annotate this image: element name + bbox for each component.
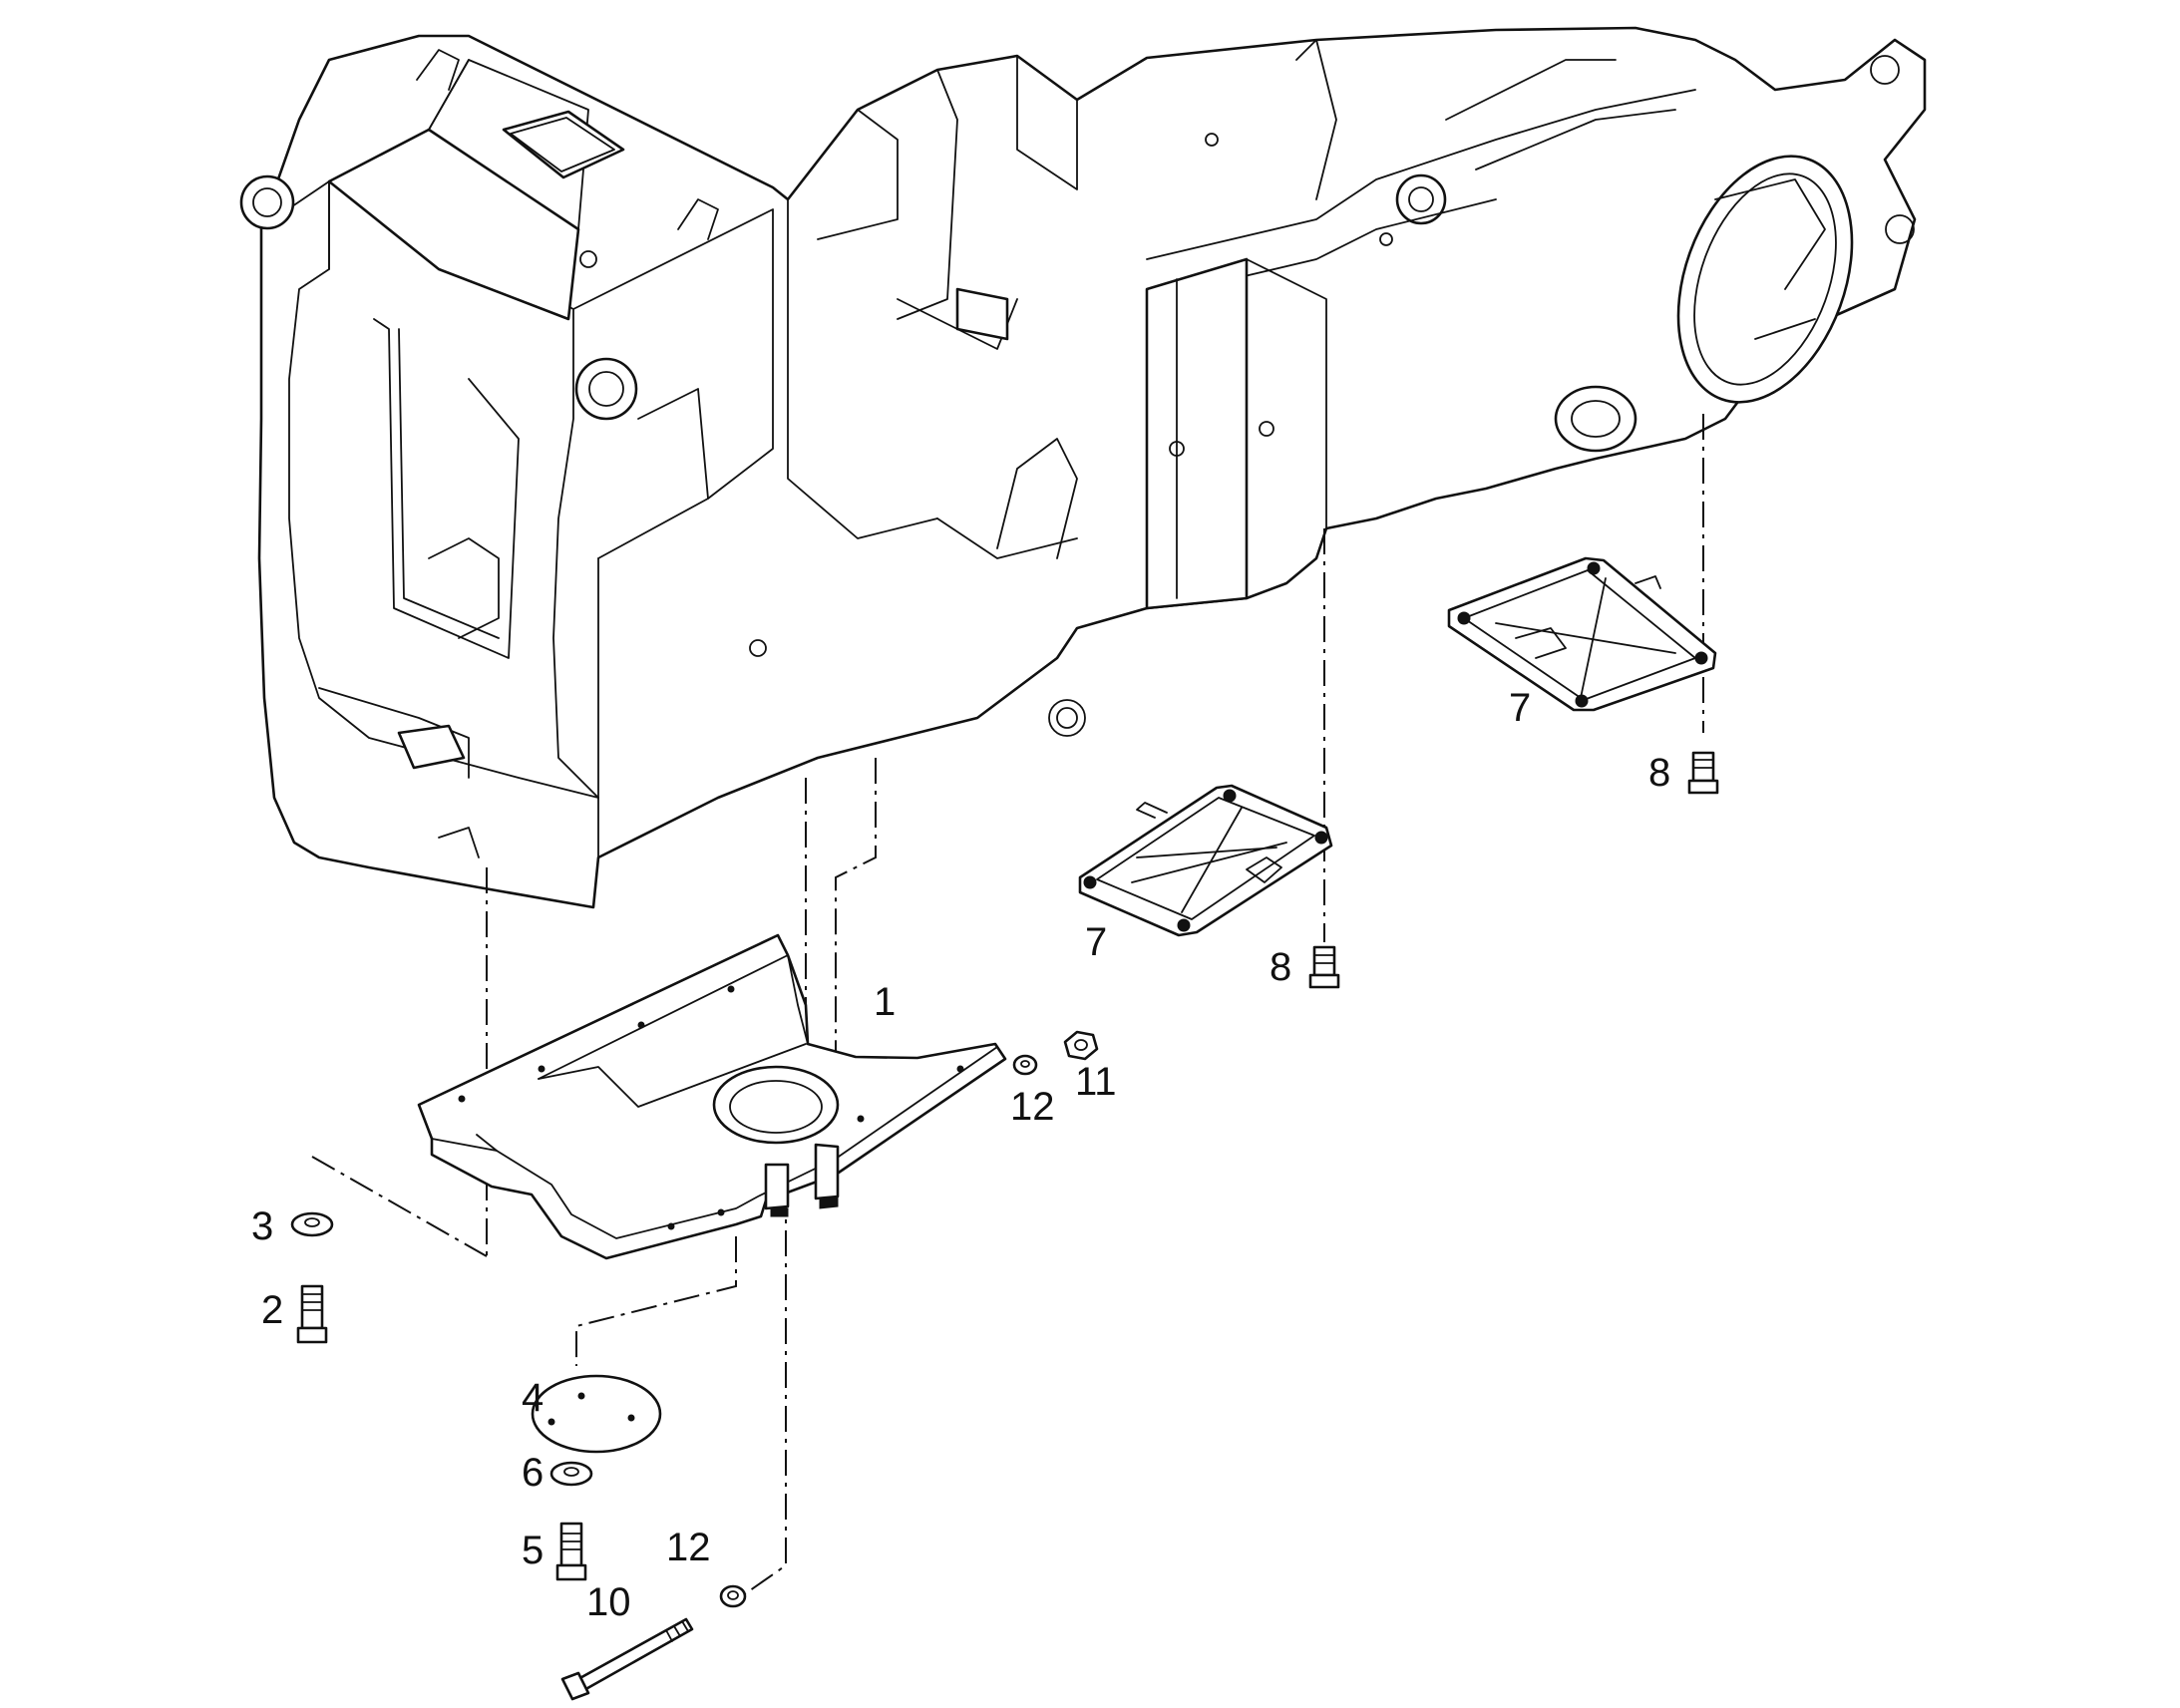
callout-3: 3 bbox=[251, 1204, 273, 1248]
callout-6: 6 bbox=[522, 1451, 544, 1495]
bolt-5 bbox=[555, 1522, 587, 1581]
callout-4: 4 bbox=[522, 1376, 544, 1420]
washer-3 bbox=[290, 1211, 334, 1237]
bolt-2 bbox=[296, 1284, 328, 1344]
nut-11 bbox=[1063, 1030, 1099, 1061]
callout-12-upper: 12 bbox=[1010, 1085, 1055, 1129]
callout-2: 2 bbox=[261, 1288, 283, 1332]
washer-12-lower bbox=[719, 1584, 747, 1608]
chassis-frame bbox=[239, 26, 1927, 909]
part-7-cover-plate-right bbox=[1447, 556, 1717, 712]
callout-10: 10 bbox=[586, 1580, 631, 1624]
callout-5: 5 bbox=[522, 1529, 544, 1572]
callout-labels: 1 2 3 4 5 6 7 7 8 8 10 11 12 12 bbox=[251, 686, 1670, 1624]
callout-11: 11 bbox=[1075, 1060, 1117, 1104]
bolt-8-middle bbox=[1308, 945, 1340, 989]
washer-12-upper bbox=[1012, 1054, 1038, 1076]
cover-disc-4 bbox=[531, 1374, 662, 1454]
callout-7-right: 7 bbox=[1509, 686, 1531, 730]
callout-12-lower: 12 bbox=[666, 1526, 711, 1569]
part-1-underbody-plate bbox=[417, 933, 1007, 1260]
bolt-8-right bbox=[1687, 751, 1719, 795]
washer-6 bbox=[549, 1461, 593, 1487]
part-7-cover-plate-middle bbox=[1078, 784, 1333, 937]
callout-8-right: 8 bbox=[1648, 751, 1670, 795]
callout-8-middle: 8 bbox=[1270, 945, 1291, 989]
callout-1: 1 bbox=[874, 980, 896, 1024]
long-bolt-10 bbox=[560, 1617, 694, 1701]
callout-7-middle: 7 bbox=[1085, 920, 1107, 964]
